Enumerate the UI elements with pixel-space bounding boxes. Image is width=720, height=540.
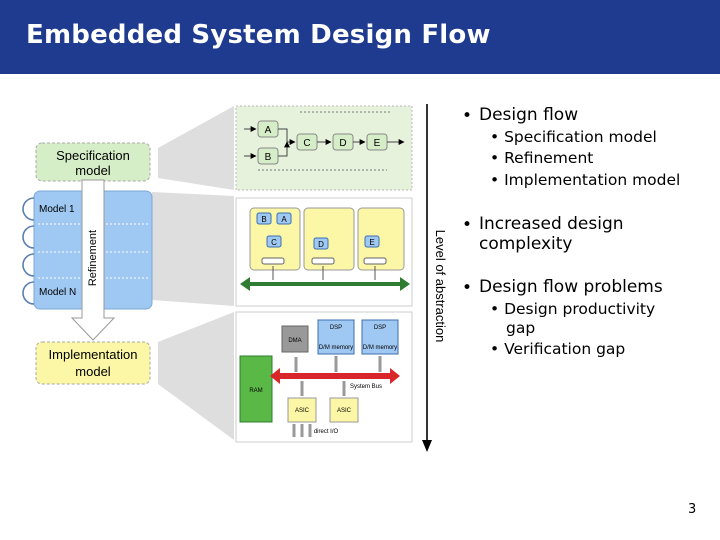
model-node-c: C [271,238,277,247]
dma-label: DMA [288,338,301,344]
dsp-block-2 [361,319,399,355]
spec-model-label-2: model [75,163,111,178]
bullet-complexity-line-2: complexity [479,234,573,254]
asic-block-1 [287,397,317,423]
sub-bullet-specification: • Specification model [490,128,657,146]
ram-label: RAM [249,388,262,394]
dsp2-label: DSP [374,325,386,331]
sub-bullet-specification-text: Specification model [504,128,657,146]
page-number: 3 [688,502,697,517]
spec-node-a: A [265,125,272,136]
impl-model-label-2: model [75,364,111,379]
sub-bullet-productivity: • Design productivity [490,300,656,318]
abstraction-axis-label: Level of abstraction [433,230,448,343]
sub-bullet-verification: • Verification gap [490,340,626,358]
bullet-dot-1: • [462,106,473,126]
model-node-e: E [369,238,374,247]
mem1-label: D/M memory [319,345,353,351]
dsp-block-1 [317,319,355,355]
sub-bullet-implementation: • Implementation model [490,171,681,189]
implementation-model-box [35,341,151,385]
refinement-label: Refinement [87,230,99,286]
asic-block-2 [329,397,359,423]
asic1-label: ASIC [295,408,310,414]
asic2-label: ASIC [337,408,352,414]
projection-wedge-top [158,106,234,190]
bus-label: System Bus [350,384,382,390]
sub-bullet-verification-text: Verification gap [504,340,626,358]
sub-bullet-refinement: • Refinement [490,149,594,167]
bullet-complexity-line-1: Increased design [479,214,624,234]
dma-block [281,325,309,353]
spec-node-d: D [339,138,346,149]
spec-node-c: C [303,138,310,149]
bullet-dot-2: • [462,215,473,235]
spec-node-e: E [374,138,381,149]
bullet-dot-3: • [462,278,473,298]
io-label: direct I/O [314,429,339,435]
bullet-design-flow-problems: Design flow problems [479,277,663,297]
spec-node-b: B [265,152,272,163]
sub-bullet-productivity-line-2: gap [506,319,536,337]
dsp1-label: DSP [330,325,342,331]
sub-bullet-refinement-text: Refinement [504,149,594,167]
refinement-arrow [70,179,116,341]
bullet-design-flow: Design flow [479,105,579,125]
ram-block [239,355,273,423]
mem2-label: D/M memory [363,345,397,351]
spec-model-label-1: Specification [56,148,130,163]
projection-wedge-middle [152,192,234,306]
iteration-loops [22,197,35,305]
model-node-b: B [261,215,266,224]
slide-title: Embedded System Design Flow [26,20,491,50]
model-n-label: Model N [39,287,76,298]
sub-bullet-implementation-text: Implementation model [504,171,681,189]
sub-bullet-productivity-text: Design productivity [504,300,656,318]
impl-model-label-1: Implementation [49,347,138,362]
model-node-d: D [318,240,324,249]
title-bar: Embedded System Design Flow [0,0,720,74]
spec-nodes [257,120,388,165]
projection-wedge-bottom [158,312,234,440]
model-1-label: Model 1 [39,204,75,215]
model-node-a: A [281,215,287,224]
